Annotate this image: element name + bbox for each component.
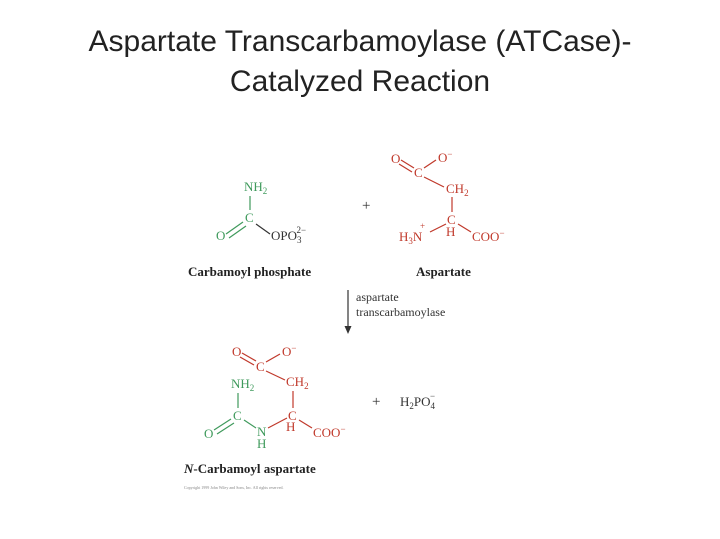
asp-carboxyl-ominus: O− bbox=[438, 149, 452, 165]
nca-coo: COO− bbox=[313, 424, 346, 440]
slide-title: Aspartate Transcarbamoylase (ATCase)- Ca… bbox=[0, 22, 720, 102]
nca-bond-c-n bbox=[243, 419, 257, 429]
cp-double-bond-a bbox=[225, 221, 244, 235]
cp-bond-c-o bbox=[255, 223, 271, 235]
title-line-2: Catalyzed Reaction bbox=[229, 65, 491, 98]
asp-double-bond-a bbox=[400, 159, 415, 169]
plus-products: + bbox=[372, 394, 380, 410]
nca-carboxyl-ominus: O− bbox=[282, 343, 296, 359]
n-carbamoyl-aspartate-structure: O C O− CH2 C H COO− NH2 C O N H bbox=[204, 343, 346, 451]
asp-double-bond-b bbox=[398, 163, 413, 173]
asp-bond-c-n bbox=[429, 223, 447, 233]
asp-ammonium-charge: + bbox=[420, 221, 425, 231]
asp-bond-c-ominus bbox=[423, 159, 437, 169]
nca-amide-h: H bbox=[257, 436, 266, 451]
plus-reactants: + bbox=[362, 198, 370, 214]
nca-carboxyl-c: C bbox=[256, 359, 265, 374]
nca-ch2: CH2 bbox=[286, 374, 309, 391]
asp-ammonium: H3N bbox=[399, 229, 423, 246]
nca-carbonyl-double-a bbox=[213, 418, 232, 431]
asp-alpha-h: H bbox=[446, 224, 455, 239]
nca-bond-n-calpha bbox=[267, 417, 288, 429]
inorganic-phosphate: H2PO4− bbox=[400, 391, 436, 411]
nca-carbonyl-double-b bbox=[216, 422, 235, 435]
cp-phosphate: OPO32− bbox=[271, 225, 306, 245]
asp-bond-c-ch2 bbox=[423, 176, 445, 188]
nca-amine: NH2 bbox=[231, 376, 254, 393]
cp-double-bond-b bbox=[228, 225, 247, 239]
enzyme-name-line-2: transcarbamoylase bbox=[356, 305, 445, 319]
asp-label: Aspartate bbox=[416, 264, 471, 279]
nca-bond-c-coo bbox=[298, 419, 313, 429]
nca-carboxyl-o: O bbox=[232, 344, 241, 359]
asp-coo: COO− bbox=[472, 228, 505, 244]
nca-bond-c-ominus bbox=[265, 353, 281, 363]
copyright-notice: Copyright 1999 John Wiley and Sons, Inc.… bbox=[184, 485, 284, 491]
reaction-arrow bbox=[344, 290, 352, 334]
nca-carbonyl-o: O bbox=[204, 426, 213, 441]
asp-alpha-c: C bbox=[447, 212, 456, 227]
nca-label: N-Carbamoyl aspartate bbox=[183, 461, 316, 476]
nca-double-bond-a bbox=[241, 352, 257, 362]
arrow-head bbox=[344, 326, 352, 334]
cp-label: Carbamoyl phosphate bbox=[188, 264, 311, 279]
asp-carboxyl-c: C bbox=[414, 165, 423, 180]
carbamoyl-phosphate-structure: NH2 C O OPO32− bbox=[216, 179, 306, 245]
nca-carbonyl-c: C bbox=[233, 408, 242, 423]
nca-amide-n: N bbox=[257, 424, 267, 439]
cp-carbon: C bbox=[245, 210, 254, 225]
cp-oxygen: O bbox=[216, 228, 225, 243]
asp-carboxyl-o: O bbox=[391, 151, 400, 166]
asp-ch2: CH2 bbox=[446, 181, 469, 198]
aspartate-structure: O C O− CH2 C H H3N + COO− bbox=[391, 149, 505, 246]
enzyme-name-line-1: aspartate bbox=[356, 290, 399, 304]
nca-double-bond-b bbox=[239, 356, 255, 366]
asp-bond-c-coo bbox=[457, 223, 472, 233]
title-line-1: Aspartate Transcarbamoylase (ATCase)- bbox=[88, 25, 632, 58]
nca-bond-c-ch2 bbox=[265, 370, 286, 381]
nca-alpha-h: H bbox=[286, 419, 295, 434]
nca-alpha-c: C bbox=[288, 408, 297, 423]
cp-amine: NH2 bbox=[244, 179, 267, 196]
